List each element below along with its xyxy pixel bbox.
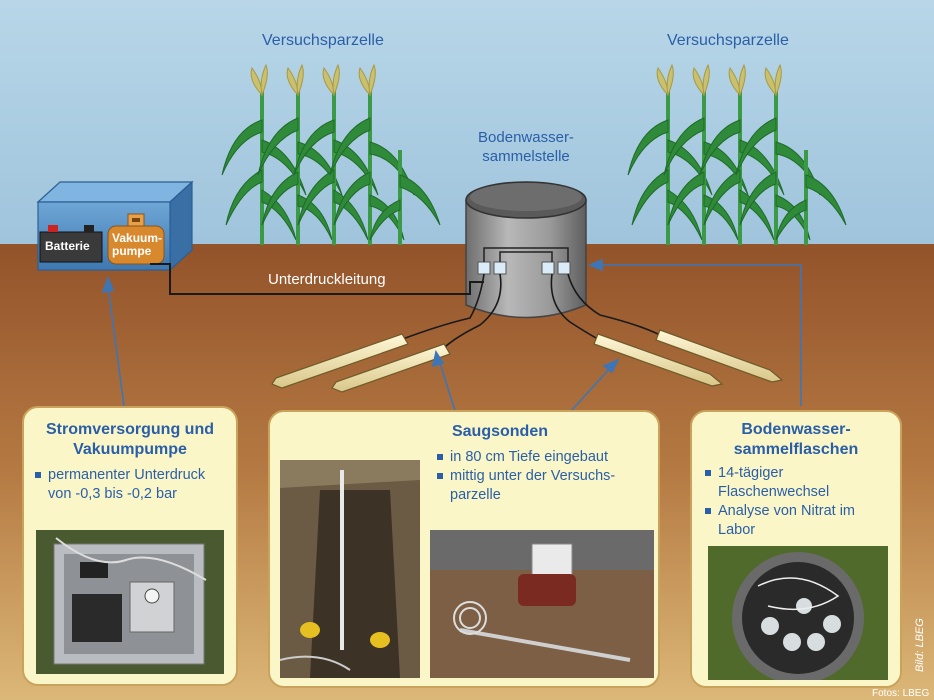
panel-sample-bottles: Bodenwasser- sammelflaschen 14-tägiger F… — [690, 410, 902, 688]
probe-tubes — [399, 273, 661, 353]
pump-label-line1: Vakuum- — [112, 231, 163, 245]
photo-bottles — [708, 546, 888, 680]
panel-probes-title: Saugsonden — [451, 423, 548, 440]
arrows — [101, 258, 802, 415]
photo-credit: Fotos: LBEG — [872, 688, 930, 699]
plot-label-right: Versuchsparzelle — [667, 32, 789, 49]
list-item: 14-tägiger Flaschenwechsel — [704, 464, 896, 502]
collection-station — [465, 181, 587, 319]
panel-power-list: permanenter Unterdruck von -0,3 bis -0,2… — [34, 466, 234, 504]
panel-power-title-line1: Stromversorgung und — [45, 421, 214, 438]
photo-soil-pit — [280, 460, 420, 678]
vacuum-line-label: Unterdruckleitung — [268, 271, 386, 288]
image-credit: Bild: LBEG — [914, 618, 926, 672]
panel-bottles-title: Bodenwasser- sammelflaschen — [692, 420, 900, 460]
panel-power-supply: Stromversorgung und Vakuumpumpe permanen… — [22, 406, 238, 686]
list-item: mittig unter der Versuchs- parzelle — [436, 467, 656, 505]
plot-label-left: Versuchsparzelle — [262, 32, 384, 49]
station-label-line1: Bodenwasser- — [478, 129, 574, 146]
corn-plants-right — [627, 63, 847, 245]
power-box — [36, 180, 194, 272]
battery-label: Batterie — [45, 239, 90, 253]
list-item: Analyse von Nitrat im Labor — [704, 502, 896, 540]
photo-probe-device — [430, 530, 654, 678]
vacuum-line — [150, 263, 484, 295]
panel-suction-probes: Saugsonden in 80 cm Tiefe eingebaut mitt… — [268, 410, 660, 688]
station-label-line2: sammelstelle — [482, 148, 570, 165]
panel-probes-list: in 80 cm Tiefe eingebaut mittig unter de… — [436, 448, 656, 505]
corn-plants-left — [221, 63, 441, 245]
panel-bottles-title-line2: sammelflaschen — [733, 441, 859, 458]
list-item: permanenter Unterdruck von -0,3 bis -0,2… — [34, 466, 234, 504]
panel-power-title: Stromversorgung und Vakuumpumpe — [24, 420, 236, 460]
panel-bottles-list: 14-tägiger Flaschenwechsel Analyse von N… — [704, 464, 896, 540]
station-label: Bodenwasser- sammelstelle — [470, 128, 582, 166]
pump-label-line2: pumpe — [112, 244, 152, 258]
panel-bottles-title-line1: Bodenwasser- — [741, 421, 851, 438]
pump-label: Vakuum- pumpe — [112, 232, 162, 258]
photo-power-box — [36, 530, 224, 674]
list-item: in 80 cm Tiefe eingebaut — [436, 448, 656, 467]
panel-power-title-line2: Vakuumpumpe — [73, 441, 187, 458]
suction-probes — [271, 329, 784, 393]
